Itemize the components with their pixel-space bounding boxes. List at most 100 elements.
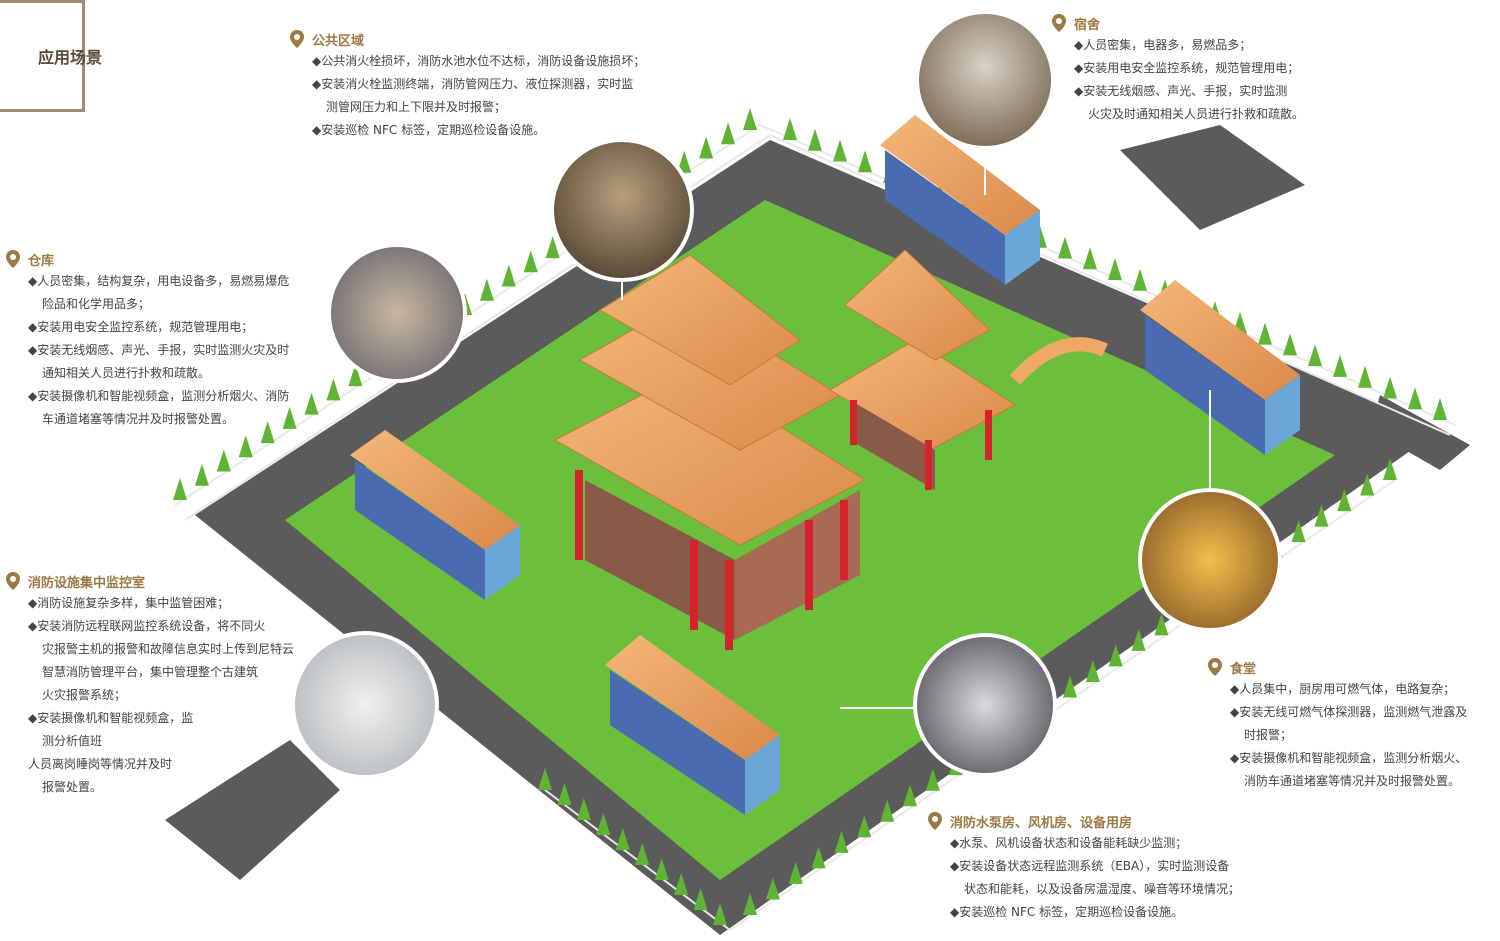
building-canteen bbox=[1140, 280, 1300, 455]
tree bbox=[596, 813, 611, 835]
section-line: ◆安装无线可燃气体探测器，监测燃气泄露及 bbox=[1230, 705, 1468, 719]
tree bbox=[1085, 659, 1100, 682]
section-line: ◆安装用电安全监控系统，规范管理用电； bbox=[1074, 61, 1300, 75]
tree bbox=[1314, 504, 1329, 527]
tree bbox=[194, 463, 209, 486]
section-line: ◆安装设备状态远程监测系统（EBA），实时监测设备 bbox=[950, 859, 1230, 873]
section-dormitory: 宿舍 ◆人员密集，电器多，易燃品多； ◆安装用电安全监控系统，规范管理用电； ◆安装无… bbox=[1052, 12, 1304, 126]
page-title: 应用场景 bbox=[38, 48, 103, 67]
tree bbox=[693, 888, 708, 910]
location-pin-icon bbox=[6, 572, 20, 590]
tree bbox=[677, 150, 692, 173]
location-pin-icon bbox=[1208, 658, 1222, 676]
location-pin-icon bbox=[6, 250, 20, 268]
tree bbox=[1058, 236, 1072, 259]
section-line: 测分析值班 bbox=[42, 734, 103, 748]
section-line: 测管网压力和上下限并及时报警； bbox=[326, 100, 507, 114]
section-title: 仓库 bbox=[28, 253, 55, 269]
title-frame bbox=[0, 0, 85, 112]
section-line: 车通道堵塞等情况并及时报警处置。 bbox=[42, 412, 235, 426]
section-line: ◆安装用电安全监控系统，规范管理用电； bbox=[28, 320, 254, 334]
section-line: ◆人员密集，结构复杂，用电设备多，易燃易爆危 bbox=[28, 274, 290, 288]
tree bbox=[1154, 613, 1169, 636]
photo-control-room bbox=[291, 631, 439, 815]
tree bbox=[501, 264, 516, 287]
section-line: 状态和能耗，以及设备房温湿度、噪音等环境情况； bbox=[964, 882, 1241, 896]
section-pump-room: 消防水泵房、风机房、设备用房◆水泵、风机设备状态和设备能耗缺少监测；◆安装设备状… bbox=[928, 810, 1240, 924]
tree bbox=[1108, 644, 1123, 667]
tree bbox=[576, 798, 591, 820]
tree bbox=[545, 236, 560, 259]
tree bbox=[1063, 675, 1077, 698]
tree bbox=[523, 250, 538, 273]
building-dormitory bbox=[880, 115, 1040, 285]
tree bbox=[1333, 354, 1347, 377]
section-line: 灾报警主机的报警和故障信息实时上传到尼特云 bbox=[42, 642, 295, 656]
tree bbox=[538, 768, 552, 790]
section-line: ◆安装摄像机和智能视频盒，监测分析烟火、 bbox=[1230, 751, 1468, 765]
main-hall bbox=[553, 254, 867, 650]
section-line: ◆人员密集，电器多，易燃品多； bbox=[1074, 38, 1252, 52]
tree bbox=[1133, 268, 1147, 291]
tree bbox=[173, 478, 187, 500]
section-line: ◆安装巡检 NFC 标签，定期巡检设备设施。 bbox=[950, 905, 1184, 919]
building-pump-room bbox=[605, 635, 780, 815]
photo-pump-room bbox=[840, 633, 1057, 777]
section-line: ◆安装摄像机和智能视频盒，监 bbox=[28, 711, 194, 725]
tree bbox=[238, 435, 253, 458]
location-pin-icon bbox=[1052, 14, 1066, 32]
section-public-area: 公共区域 ◆公共消火栓损坏，消防水池水位不达标，消防设备设施损坏； ◆安装消火栓监测… bbox=[290, 28, 645, 142]
tree bbox=[1408, 387, 1422, 410]
tree bbox=[1360, 473, 1375, 496]
tree bbox=[654, 858, 669, 880]
tree bbox=[615, 828, 630, 850]
tree bbox=[1083, 247, 1097, 270]
tree bbox=[743, 893, 757, 915]
tree bbox=[783, 118, 797, 140]
section-line: 通知相关人员进行扑救和疏散。 bbox=[42, 366, 211, 380]
tree bbox=[903, 784, 917, 807]
section-line: 时报警； bbox=[1244, 728, 1293, 742]
tree bbox=[1131, 628, 1146, 651]
section-title: 宿舍 bbox=[1074, 17, 1101, 33]
tree bbox=[1383, 376, 1397, 399]
tree bbox=[833, 139, 847, 162]
side-hall bbox=[829, 249, 1016, 490]
section-line: ◆人员集中，厨房用可燃气体，电路复杂； bbox=[1230, 682, 1456, 696]
section-title: 食堂 bbox=[1230, 661, 1257, 677]
section-title: 消防设施集中监控室 bbox=[28, 575, 146, 591]
section-line: 消防车通道堵塞等情况并及时报警处置。 bbox=[1244, 774, 1461, 788]
tree bbox=[857, 815, 872, 838]
section-line: 人员离岗睡岗等情况并及时 bbox=[28, 757, 173, 771]
tree bbox=[808, 128, 822, 151]
photo-public-area bbox=[550, 138, 694, 300]
section-line: ◆公共消火栓损坏，消防水池水位不达标，消防设备设施损坏； bbox=[312, 54, 646, 68]
bridge bbox=[1009, 337, 1108, 385]
section-line: 火灾报警系统； bbox=[42, 688, 127, 702]
section-line: ◆安装消火栓监测终端，消防管网压力、液位探测器，实时监 bbox=[312, 77, 634, 91]
tree bbox=[282, 406, 297, 429]
photo-dormitory bbox=[915, 10, 1055, 195]
tree bbox=[1433, 398, 1447, 420]
section-title: 消防水泵房、风机房、设备用房 bbox=[950, 815, 1133, 831]
section-title: 公共区域 bbox=[312, 33, 365, 49]
tree bbox=[479, 278, 494, 301]
tree bbox=[1337, 489, 1352, 512]
section-line: ◆安装无线烟感、声光、手报，实时监测 bbox=[1074, 84, 1288, 98]
tree bbox=[1258, 322, 1272, 345]
tree bbox=[1291, 520, 1306, 543]
tree bbox=[216, 449, 231, 472]
tree bbox=[834, 830, 849, 853]
section-line: ◆安装巡检 NFC 标签，定期巡检设备设施。 bbox=[312, 123, 546, 137]
section-warehouse: 仓库◆人员密集，结构复杂，用电设备多，易燃易爆危险品和化学用品多；◆安装用电安全… bbox=[6, 248, 289, 431]
location-pin-icon bbox=[928, 812, 942, 830]
tree bbox=[811, 846, 826, 869]
section-control-room: 消防设施集中监控室◆消防设施复杂多样，集中监管困难；◆安装消防远程联网监控系统设… bbox=[6, 570, 294, 799]
tree bbox=[880, 799, 895, 822]
section-line: 报警处置。 bbox=[42, 780, 103, 794]
tree bbox=[557, 783, 572, 805]
tree bbox=[1383, 458, 1397, 480]
tree bbox=[304, 392, 319, 415]
tree bbox=[713, 903, 727, 925]
